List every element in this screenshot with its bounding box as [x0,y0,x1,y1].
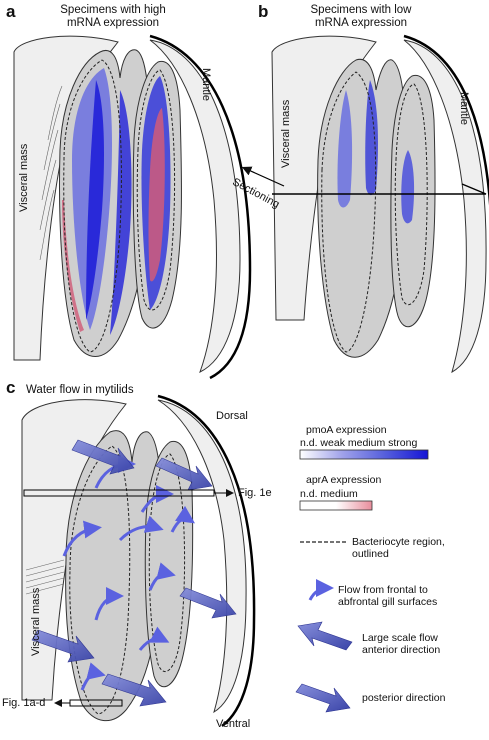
apra-color-scale [299,500,373,511]
legend-bacteriocyte-line1: Bacteriocyte region, [352,536,445,548]
flow-small-arrow-sample [308,579,334,601]
panel-a-title-line2: mRNA expression [66,17,160,29]
legend-flow-line1: Flow from frontal to [338,584,428,596]
legend-graphics [295,449,429,713]
panel-b-mantle-label: Mantle [458,92,470,126]
panel-b-title: Specimens with low mRNA expression [286,4,436,30]
legend-pmoa-title: pmoA expression [306,424,387,436]
legend-bacteriocyte-text: Bacteriocyte region, outlined [352,536,445,560]
legend-apra-title: aprA expression [306,474,382,486]
legend-bacteriocyte-line2: outlined [352,548,389,560]
panel-c-diagram [21,394,256,728]
panel-b-title-line1: Specimens with low [310,4,412,16]
legend-posterior-text: posterior direction [362,692,446,704]
panel-c-ventral-label: Ventral [216,718,251,730]
panel-b-letter: b [258,2,269,21]
panel-a-diagram [13,34,252,380]
legend-large-flow-line2: anterior direction [362,644,441,656]
panel-c-dorsal-label: Dorsal [216,410,248,422]
panel-a-title-line1: Specimens with high [60,4,166,16]
panel-b-visceral-label: Visceral mass [280,99,292,168]
panel-b-mantle [403,39,487,374]
legend-apra-levels: n.d. medium [300,488,358,500]
fig1ad-label: Fig. 1a-d [2,697,46,709]
panel-a-mantle [149,39,241,373]
fig1e-label: Fig. 1e [238,487,272,499]
legend-flow-text: Flow from frontal to abfrontal gill surf… [338,584,437,608]
pmoa-color-scale [299,449,429,460]
legend-pmoa-levels: n.d. weak medium strong [300,437,418,449]
panel-c-title: Water flow in mytilids [26,384,134,396]
panel-b-title-line2: mRNA expression [314,17,408,29]
panel-c-mantle [157,399,247,714]
panel-a-letter: a [6,2,16,21]
legend-flow-line2: abfrontal gill surfaces [338,596,438,608]
panel-a-mantle-label: Mantle [200,68,212,102]
large-flow-posterior-sample [295,683,351,713]
legend-large-flow-line1: Large scale flow [362,632,438,644]
panel-c-visceral-label: Visceral mass [30,587,42,656]
panel-a-visceral-label: Visceral mass [18,143,30,212]
large-flow-anterior-sample [297,621,353,651]
sectioning-plane-line [272,183,487,195]
legend-large-flow-text: Large scale flow anterior direction [362,632,440,656]
panel-a-title: Specimens with high mRNA expression [38,4,188,30]
panel-c-letter: c [6,378,16,397]
panel-b-diagram [241,34,489,374]
